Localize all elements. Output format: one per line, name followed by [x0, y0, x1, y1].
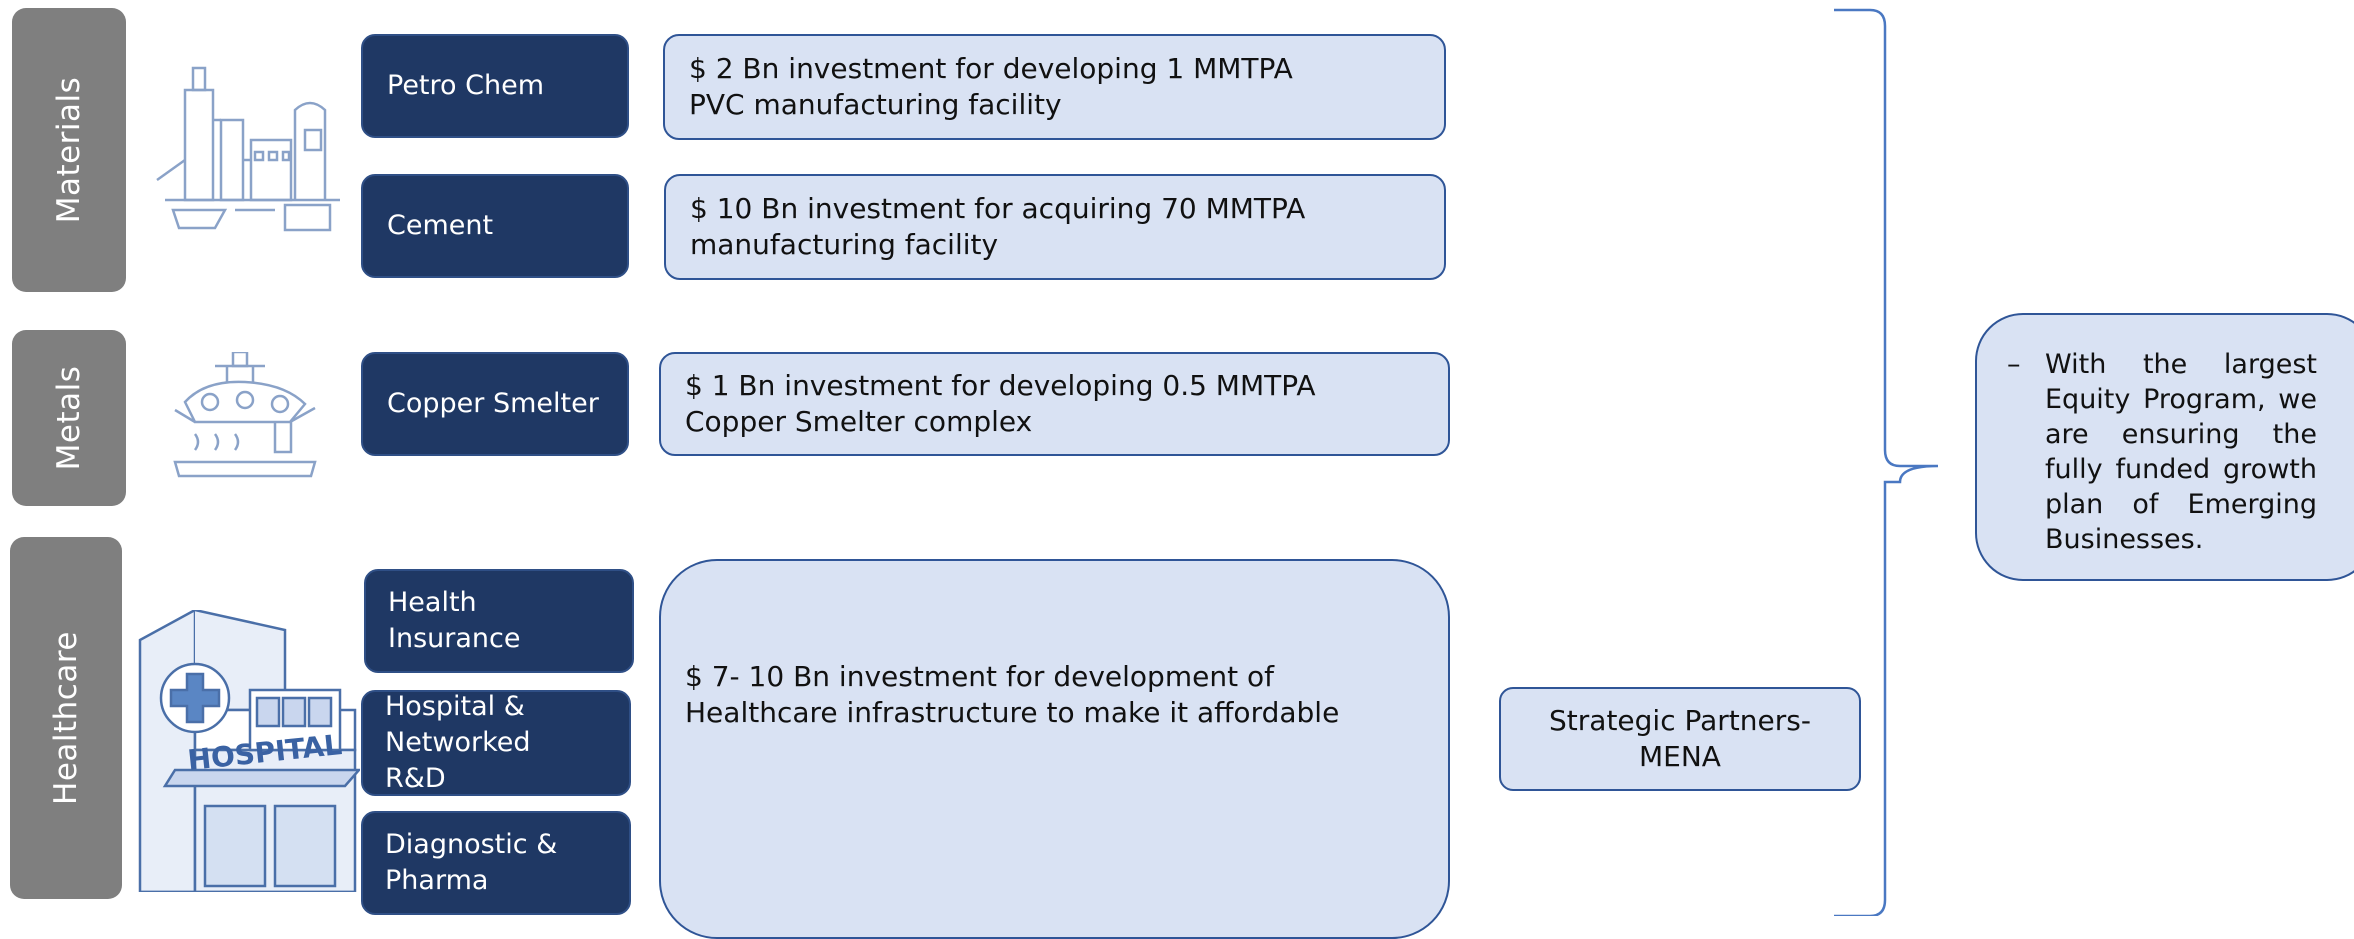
- summary-text: With the largest Equity Program, we are …: [2045, 349, 2317, 555]
- category-petro-chem-label: Petro Chem: [387, 70, 545, 101]
- summary-bullet: –: [2007, 349, 2021, 380]
- investment-cement-text: $ 10 Bn investment for acquiring 70 MMTP…: [690, 192, 1306, 261]
- refinery-illustration: [156, 66, 340, 232]
- investment-healthcare-text: $ 7- 10 Bn investment for development of…: [685, 660, 1340, 729]
- investment-healthcare: $ 7- 10 Bn investment for development of…: [659, 559, 1450, 939]
- category-hospital-label: Hospital & Networked R&D: [385, 691, 531, 794]
- category-cement: Cement: [361, 174, 629, 278]
- category-hospital: Hospital & Networked R&D: [361, 690, 631, 796]
- investment-petro-chem-text: $ 2 Bn investment for developing 1 MMTPA…: [689, 52, 1293, 121]
- grouping-brace: [1834, 8, 1939, 916]
- strategic-partners-box: Strategic Partners- MENA: [1499, 687, 1861, 791]
- sector-metals-label: Metals: [51, 365, 87, 471]
- investment-copper-smelter: $ 1 Bn investment for developing 0.5 MMT…: [659, 352, 1450, 456]
- sector-healthcare: Healthcare: [10, 537, 122, 899]
- hospital-illustration: HOSPITAL: [138, 610, 360, 892]
- sector-healthcare-label: Healthcare: [48, 631, 84, 805]
- category-health-insurance: Health Insurance: [364, 569, 634, 673]
- investment-petro-chem: $ 2 Bn investment for developing 1 MMTPA…: [663, 34, 1446, 140]
- investment-cement: $ 10 Bn investment for acquiring 70 MMTP…: [664, 174, 1446, 280]
- category-diagnostic: Diagnostic & Pharma: [361, 811, 631, 915]
- sector-materials: Materials: [12, 8, 126, 292]
- category-cement-label: Cement: [387, 210, 494, 241]
- category-copper-smelter: Copper Smelter: [361, 352, 629, 456]
- category-petro-chem: Petro Chem: [361, 34, 629, 138]
- category-diagnostic-label: Diagnostic & Pharma: [385, 829, 558, 896]
- investment-copper-smelter-text: $ 1 Bn investment for developing 0.5 MMT…: [685, 369, 1316, 438]
- strategic-partners-label: Strategic Partners- MENA: [1549, 704, 1811, 773]
- summary-callout: – With the largest Equity Program, we ar…: [1975, 313, 2354, 581]
- sector-metals: Metals: [12, 330, 126, 506]
- smelter-illustration: [173, 352, 317, 478]
- category-health-insurance-label: Health Insurance: [388, 587, 521, 654]
- category-copper-smelter-label: Copper Smelter: [387, 388, 599, 419]
- sector-materials-label: Materials: [51, 76, 87, 224]
